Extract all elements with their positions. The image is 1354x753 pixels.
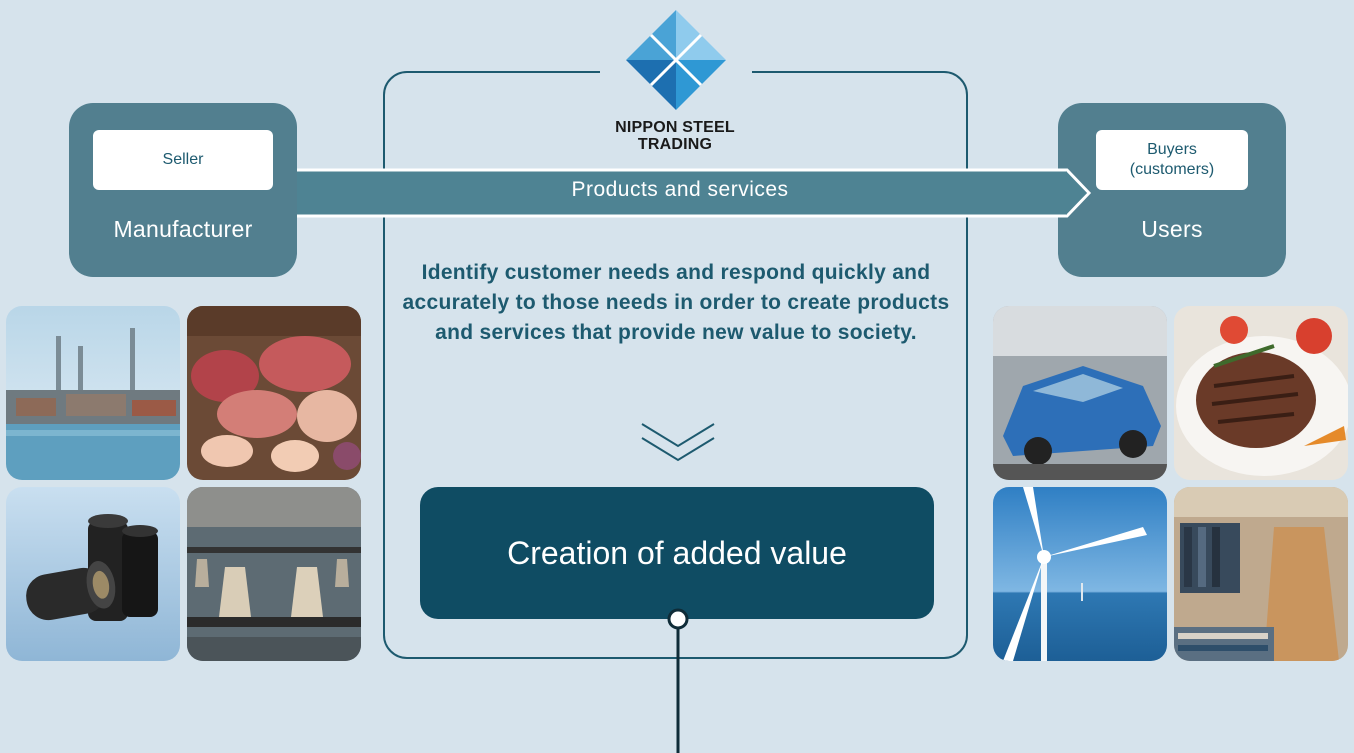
meat-photo [187, 306, 361, 480]
brand-name-line1: NIPPON STEEL [615, 119, 735, 136]
buyer-label: Buyers (customers) [1096, 130, 1248, 190]
car-assembly-photo [993, 306, 1167, 480]
products-and-services-label: Products and services [571, 178, 789, 201]
carbon-fiber-spools-photo [6, 487, 180, 661]
textile-spindles-photo [187, 487, 361, 661]
wind-turbine-photo [993, 487, 1167, 661]
connector-line [667, 608, 689, 753]
steak-dish-photo [1174, 306, 1348, 480]
nippon-steel-trading-logo-icon [626, 10, 726, 110]
users-title: Users [1141, 216, 1203, 242]
chevron-down-icon [641, 423, 715, 462]
added-value-box: Creation of added value [420, 487, 934, 619]
seller-label: Seller [93, 130, 273, 190]
manufacturer-title: Manufacturer [113, 216, 253, 242]
apparel-store-photo [1174, 487, 1348, 661]
brand-name-line2: TRADING [637, 136, 713, 153]
steel-plant-photo [6, 306, 180, 480]
mission-statement: Identify customer needs and respond quic… [402, 261, 950, 344]
brand-name: NIPPON STEEL TRADING [575, 119, 775, 153]
added-value-label: Creation of added value [507, 534, 847, 571]
